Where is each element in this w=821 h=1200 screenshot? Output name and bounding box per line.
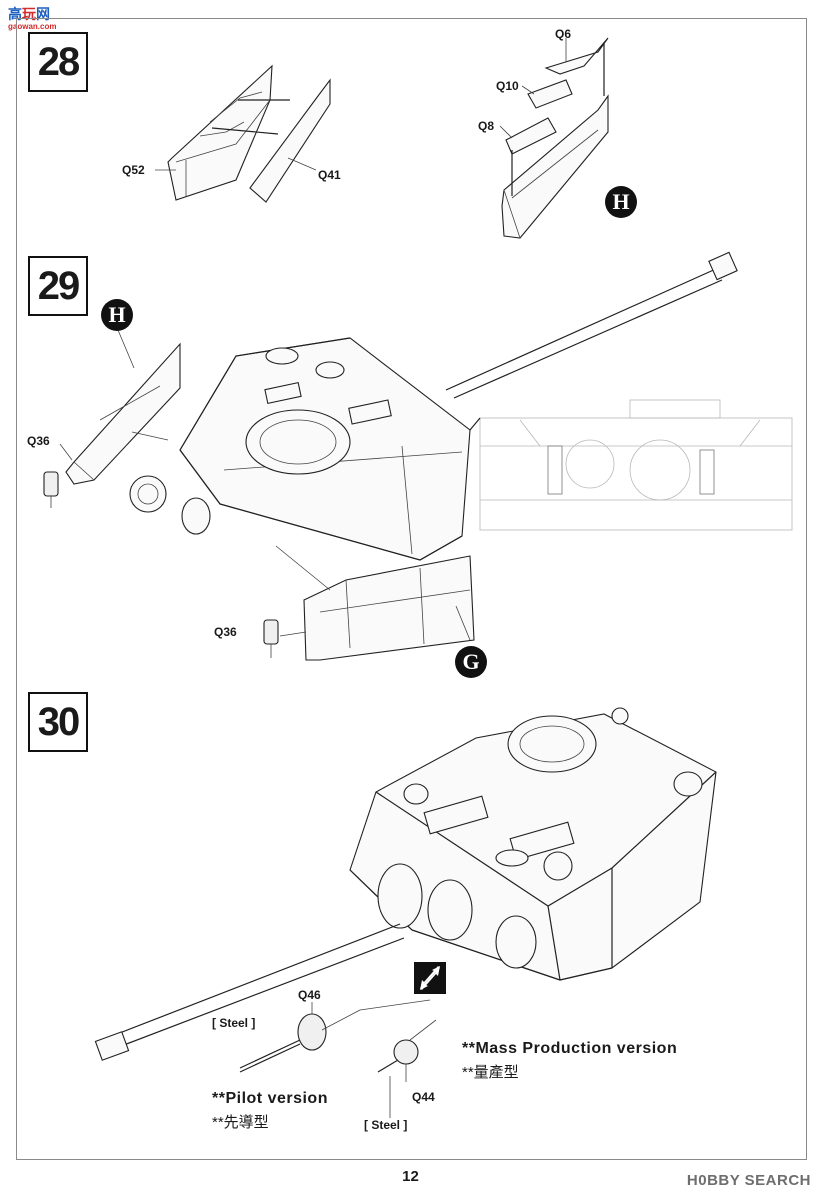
part-label-q36-bottom: Q36 [214, 625, 237, 639]
part-label-q36-left: Q36 [27, 434, 50, 448]
part-label-q10: Q10 [496, 79, 519, 93]
subassembly-badge-g-step29: G [455, 646, 487, 678]
part-label-q6: Q6 [555, 27, 572, 41]
step-28-number: 28 [28, 32, 88, 92]
subassembly-badge-h-step28: H [605, 186, 637, 218]
logo-subtext: gaowan.com [8, 22, 57, 31]
note-pilot-cn: **先導型 [212, 1114, 269, 1131]
steel-label-pilot: [ Steel ] [212, 1016, 256, 1030]
note-pilot-en: **Pilot version [212, 1090, 328, 1107]
note-mass-production-en: **Mass Production version [462, 1040, 678, 1057]
steel-label-mass: [ Steel ] [364, 1118, 408, 1132]
part-label-q44: Q44 [412, 1090, 435, 1104]
step30-mass-part-q44 [377, 1019, 437, 1118]
note-mass-production-cn: **量產型 [462, 1064, 519, 1081]
step28-left-bins [155, 64, 331, 203]
part-label-q46: Q46 [298, 988, 321, 1002]
part-label-q41: Q41 [318, 168, 341, 182]
instruction-page-frame [16, 18, 807, 1160]
step29-left-bin-h [59, 329, 181, 485]
hobby-search-watermark: H0BBY SEARCH [686, 1172, 811, 1189]
step28-right-bins [499, 37, 609, 239]
step29-q36-parts [43, 471, 307, 658]
step29-bottom-bin-g [275, 545, 475, 661]
step29-turret [129, 337, 481, 561]
step30-gun-barrel [94, 923, 405, 1061]
step30-assembly-arrow-icon [414, 962, 446, 994]
step-29-number: 29 [28, 256, 88, 316]
subassembly-badge-h-step29: H [101, 299, 133, 331]
step-30-number: 30 [28, 692, 88, 752]
step30-pilot-part-q46 [239, 999, 431, 1073]
step30-turret [349, 707, 717, 981]
page-number: 12 [402, 1168, 419, 1185]
part-label-q52: Q52 [122, 163, 145, 177]
part-label-q8: Q8 [478, 119, 495, 133]
step29-ghost-hull [479, 399, 793, 531]
step29-gun-barrel [445, 251, 738, 399]
